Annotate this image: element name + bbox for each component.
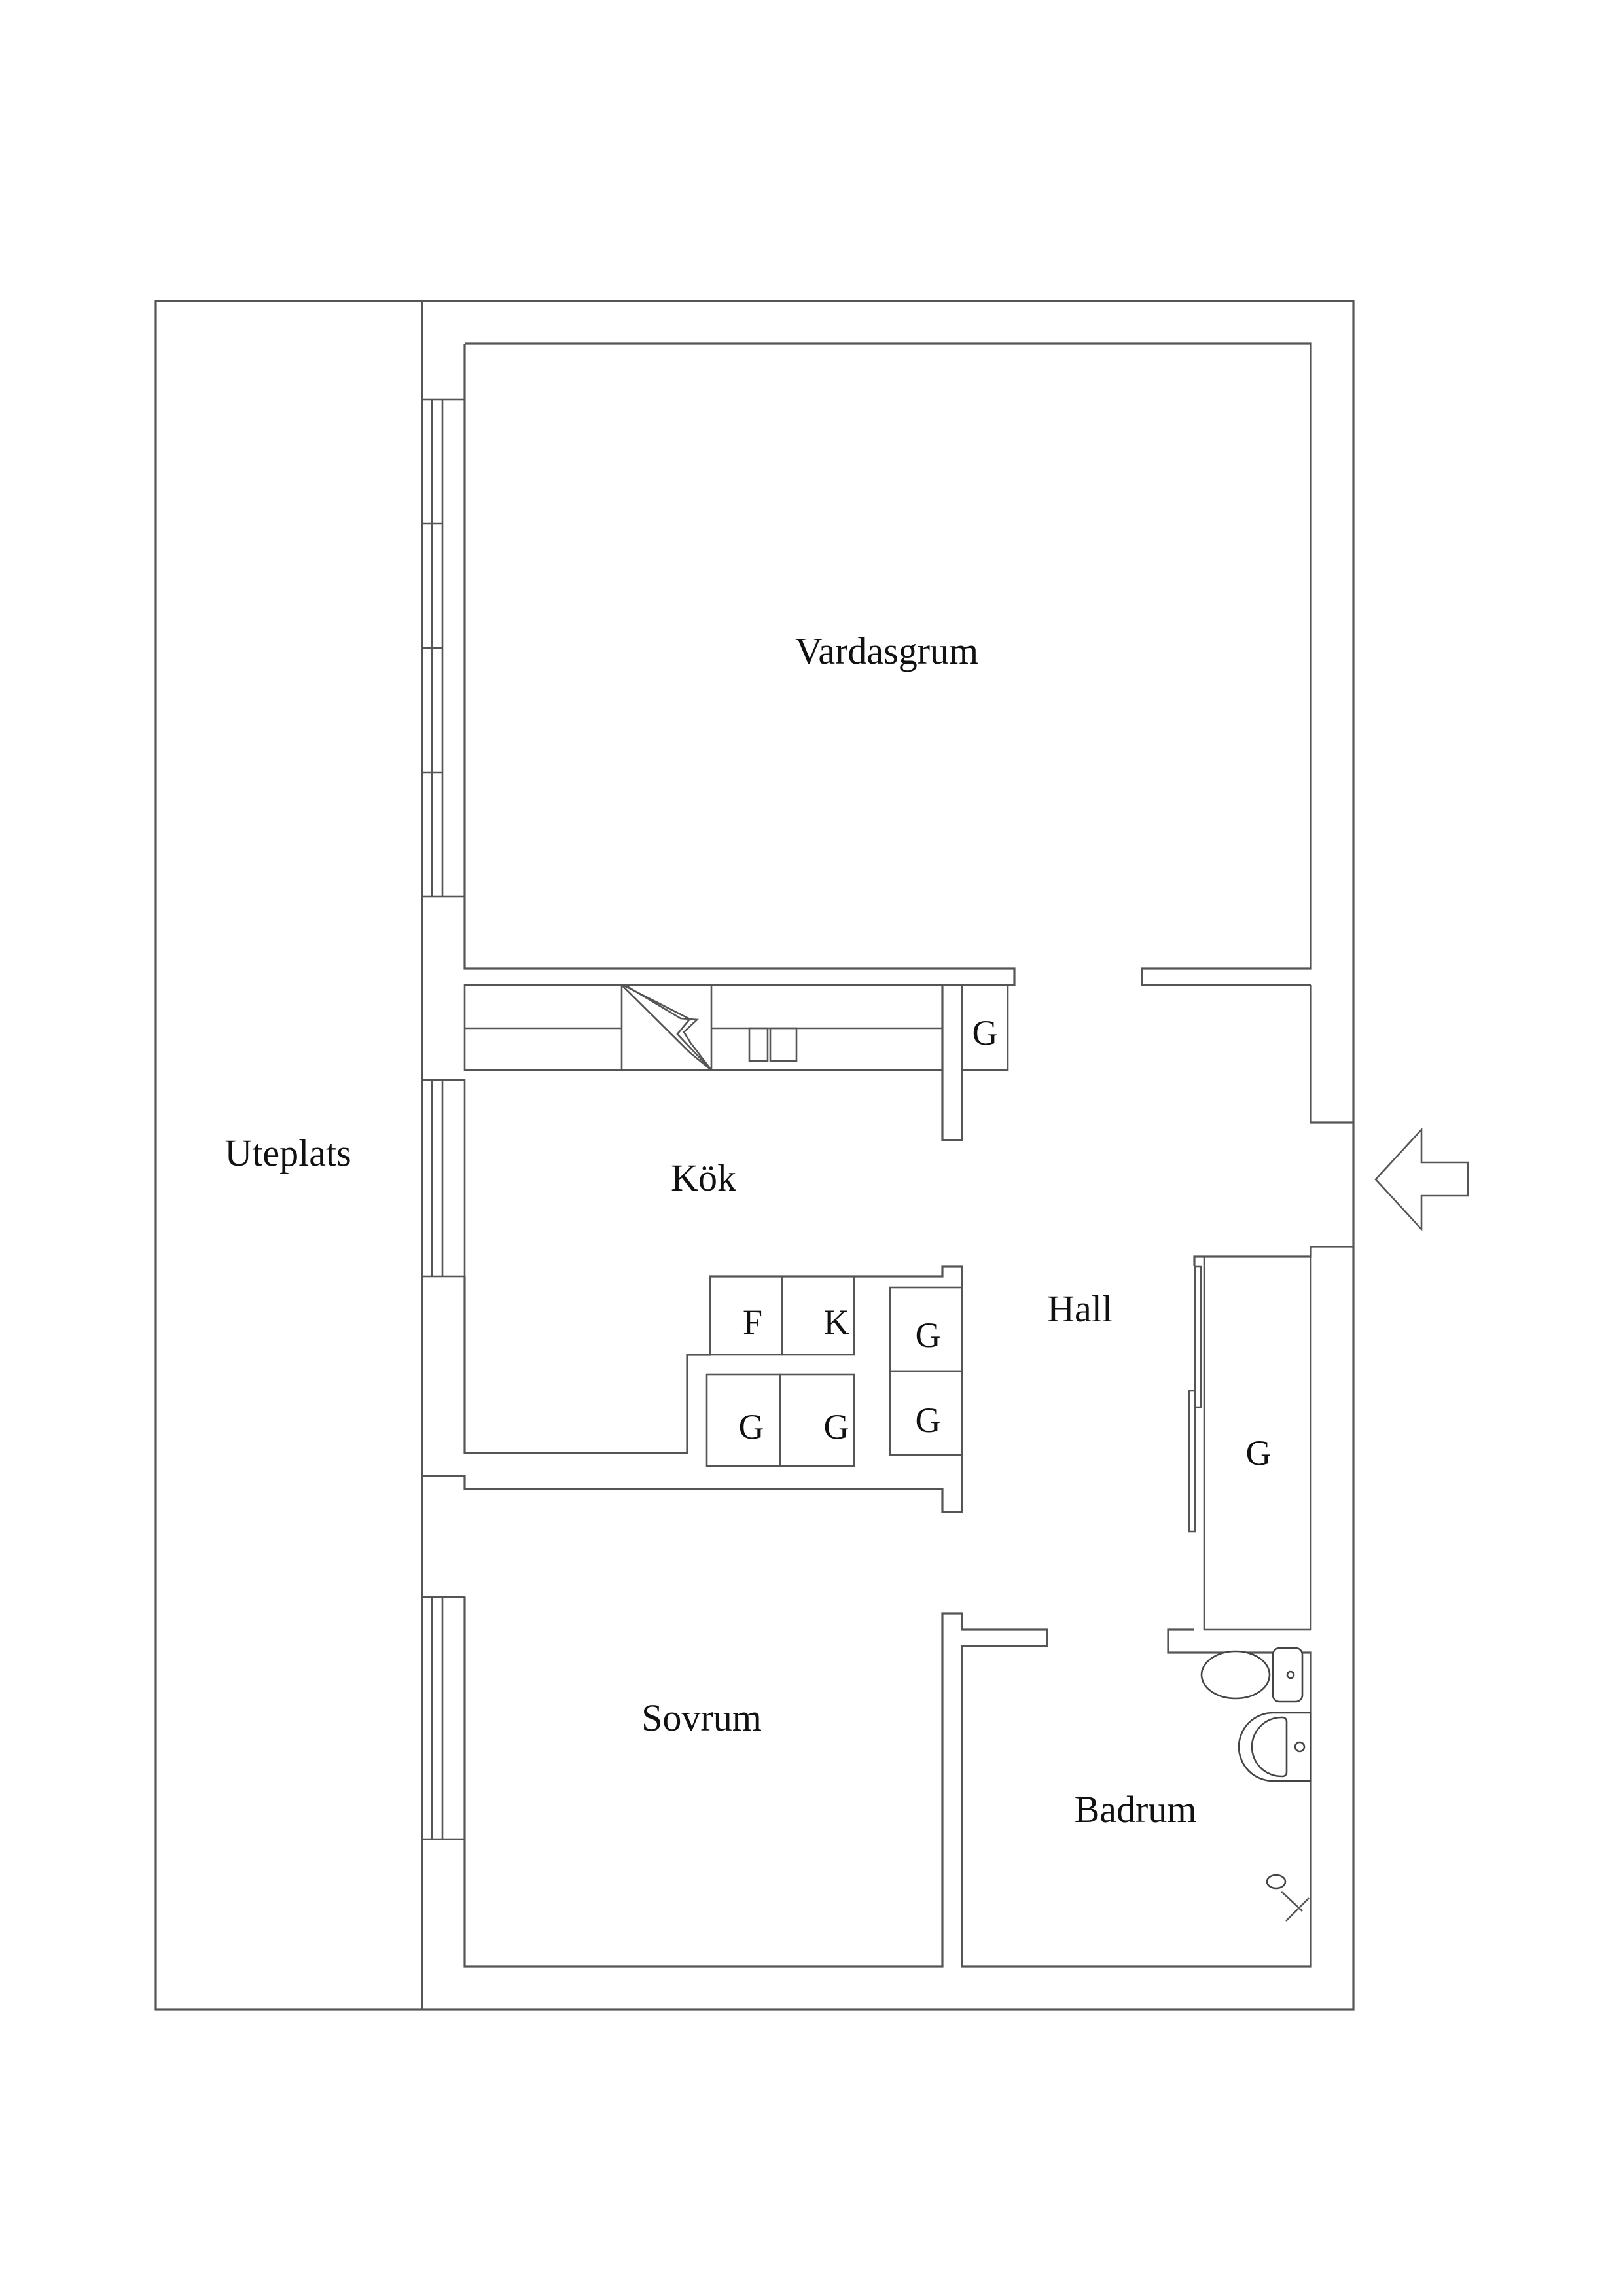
hall-wardrobe [1188,1255,1312,1631]
room-label-kok: Kök [671,1157,736,1199]
kitchen-cabinets [705,1275,963,1467]
wardrobe-label-hall: G [1245,1433,1272,1473]
room-label-sovrum: Sovrum [641,1696,762,1739]
cabinet-label-2: G [738,1407,764,1446]
window-kitchen [421,1079,466,1278]
room-label-badrum: Badrum [1074,1788,1197,1831]
kitchen-lower-walls [422,1265,963,1513]
kitchen-counter [463,984,944,1071]
kitchen-wardrobe [961,984,1009,1071]
room-label-hall: Hall [1047,1287,1113,1330]
sink-icon [1238,1712,1312,1782]
kitchen-partition [941,985,963,1141]
wardrobe-label-kitchen: G [972,1013,998,1052]
freezer-label: K [823,1302,849,1342]
window-bedroom [421,1596,466,1840]
arrow-left-icon [1374,1127,1469,1232]
cabinet-label-3: G [823,1407,849,1446]
cabinet-label-1: G [915,1316,941,1355]
outer-boundary [154,300,1355,2011]
hall-entry-wall-upper [1310,985,1353,1124]
room-label-uteplats: Uteplats [224,1132,351,1174]
window-living-room [421,398,466,898]
fridge-label: F [742,1302,763,1342]
toilet-icon [1200,1647,1304,1703]
shower-icon [1266,1874,1310,1922]
bedroom-bath-walls [463,1597,1312,1968]
cabinet-label-4: G [915,1401,941,1440]
room-label-vardagsrum: Vardasgrum [794,630,979,672]
